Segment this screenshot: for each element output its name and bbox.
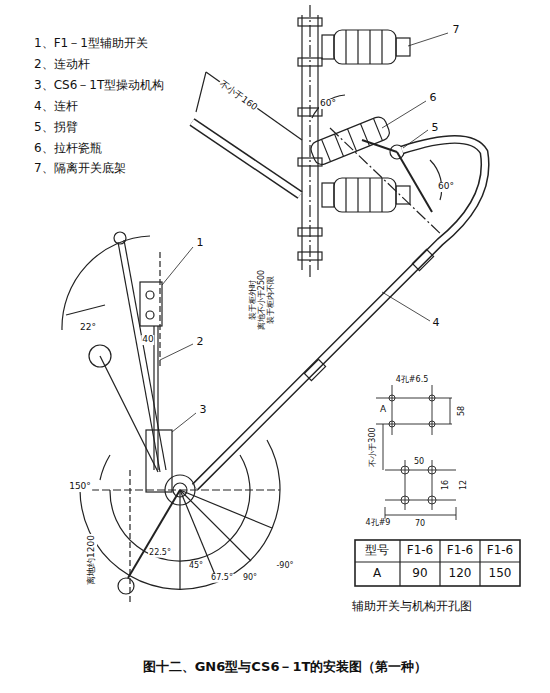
angle-label: 67.5° bbox=[210, 574, 234, 583]
link-rod bbox=[195, 139, 485, 487]
angle-label: 22° bbox=[79, 323, 97, 333]
figure-subtitle: 辅助开关与机构开孔图 bbox=[351, 600, 473, 613]
type-table bbox=[355, 540, 520, 586]
dimension: 16 bbox=[442, 479, 451, 491]
legend-item: 6、拉杆瓷瓶 bbox=[33, 142, 103, 155]
height-note: 离地约1200 bbox=[87, 534, 97, 586]
dimension: 不小于160 bbox=[216, 78, 259, 113]
dimension: A bbox=[379, 405, 387, 415]
table-cell: F1-6 bbox=[406, 544, 435, 557]
table-cell: F1-6 bbox=[446, 544, 475, 557]
table-cell: 150 bbox=[488, 567, 513, 580]
angle-label: 60° bbox=[319, 99, 337, 109]
crank-arm bbox=[362, 140, 432, 212]
dimension: 58 bbox=[458, 405, 467, 417]
angle-label: 45° bbox=[188, 562, 204, 571]
dimension: 70 bbox=[414, 520, 426, 529]
insulators bbox=[309, 30, 410, 212]
legend-item: 4、连杆 bbox=[33, 100, 79, 113]
hole-drawing bbox=[376, 385, 456, 520]
callout-number: 6 bbox=[429, 92, 438, 104]
callout-number: 7 bbox=[452, 24, 461, 36]
callout-number: 5 bbox=[431, 122, 440, 134]
height-note: 装于柜外时 离地不小于2500 装于柜内不限 bbox=[249, 267, 275, 333]
callout-number: 3 bbox=[199, 404, 208, 416]
auxiliary-switch bbox=[62, 232, 166, 472]
operating-mechanism bbox=[80, 430, 280, 605]
hole-note: 4孔#6.5 bbox=[395, 376, 430, 385]
callout-number: 1 bbox=[196, 237, 205, 249]
angle-label: 90° bbox=[242, 574, 258, 583]
legend-item: 7、隔离开关底架 bbox=[33, 162, 127, 175]
table-cell: 120 bbox=[448, 567, 473, 580]
base-frame bbox=[298, 5, 322, 278]
callout-number: 4 bbox=[432, 317, 441, 329]
angle-label: 150° bbox=[68, 482, 92, 492]
legend-item: 3、CS6－1T型操动机构 bbox=[33, 79, 165, 92]
legend-item: 2、连动杆 bbox=[33, 58, 91, 71]
table-cell: 型号 bbox=[364, 544, 390, 557]
table-cell: F1-6 bbox=[486, 544, 515, 557]
angle-label: 22.5° bbox=[148, 549, 172, 558]
connecting-rod bbox=[154, 326, 158, 470]
dimension: 12 bbox=[460, 479, 469, 491]
blade-and-dimension bbox=[192, 72, 445, 238]
legend-item: 1、F1－1型辅助开关 bbox=[33, 37, 149, 50]
figure-caption: 图十二、GN6型与CS6－1T的安装图（第一种） bbox=[142, 660, 429, 674]
legend-item: 5、拐臂 bbox=[33, 121, 79, 134]
table-cell: A bbox=[372, 567, 382, 580]
angle-label: 60° bbox=[437, 182, 455, 192]
table-cell: 90 bbox=[411, 567, 428, 580]
dimension: 40 bbox=[141, 335, 154, 345]
callout-number: 2 bbox=[196, 336, 205, 348]
dimension: 不小于300 bbox=[369, 426, 378, 467]
dimension: 50 bbox=[413, 458, 425, 467]
angle-label: -90° bbox=[275, 562, 294, 571]
hole-note: 4孔#9 bbox=[365, 519, 392, 528]
leader-lines bbox=[160, 33, 448, 432]
